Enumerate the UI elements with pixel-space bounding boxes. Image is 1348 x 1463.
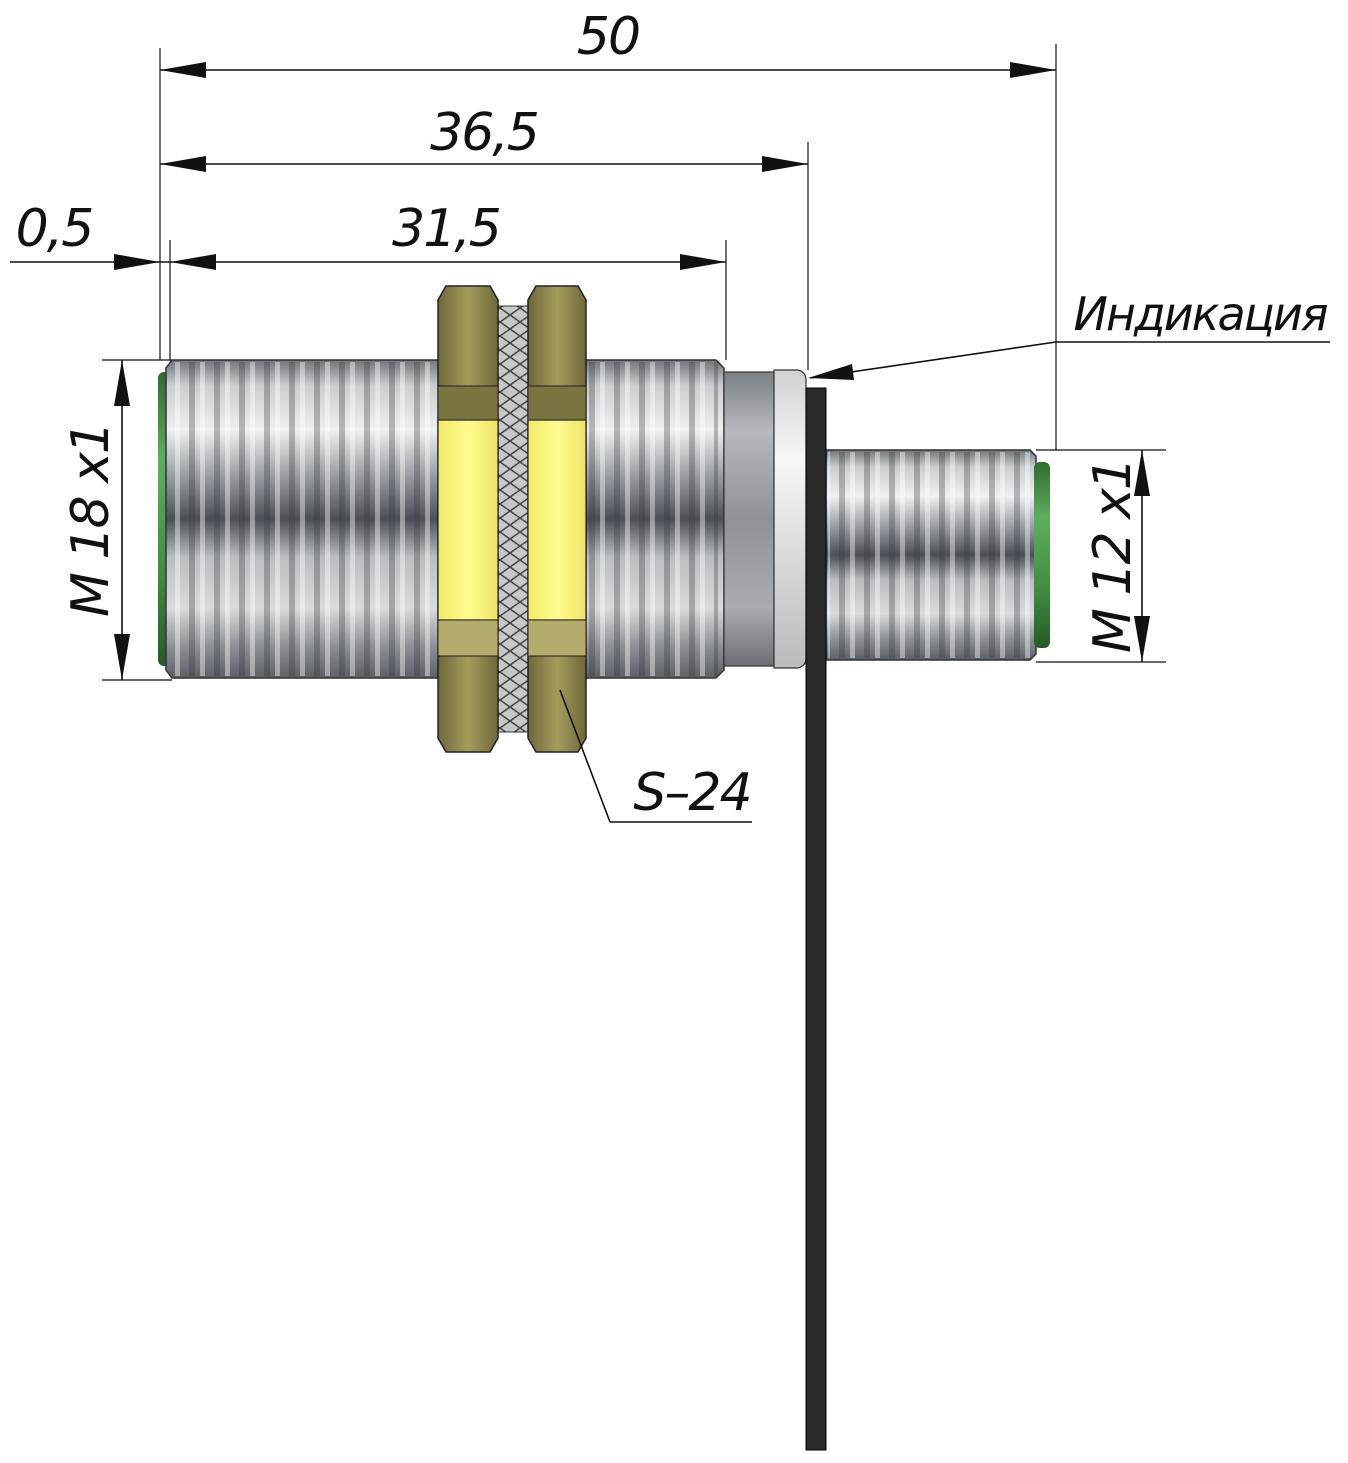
nut-left — [437, 285, 499, 753]
dimension-labels: 50 36,5 31,5 0,5 M 18 x1 M 12 x1 Индикац… — [16, 7, 1330, 823]
label-indication: Индикация — [1073, 287, 1327, 341]
label-main-thread: M 18 x1 — [61, 423, 121, 617]
label-body-length: 36,5 — [430, 103, 538, 163]
label-nut-size: S–24 — [633, 763, 750, 823]
connector-cap — [1034, 462, 1050, 648]
indication-ring — [773, 369, 807, 669]
label-connector-thread: M 12 x1 — [1083, 459, 1143, 653]
lock-nuts — [437, 285, 587, 753]
nut-right — [527, 285, 587, 753]
label-face-offset: 0,5 — [16, 199, 93, 259]
dimension-lines — [10, 44, 1330, 823]
sensor-body — [158, 359, 1050, 1451]
body-neck — [723, 371, 775, 667]
cable — [805, 387, 827, 1451]
label-thread-length: 31,5 — [392, 199, 500, 259]
label-overall-length: 50 — [577, 7, 639, 67]
toothed-washer — [495, 305, 531, 733]
